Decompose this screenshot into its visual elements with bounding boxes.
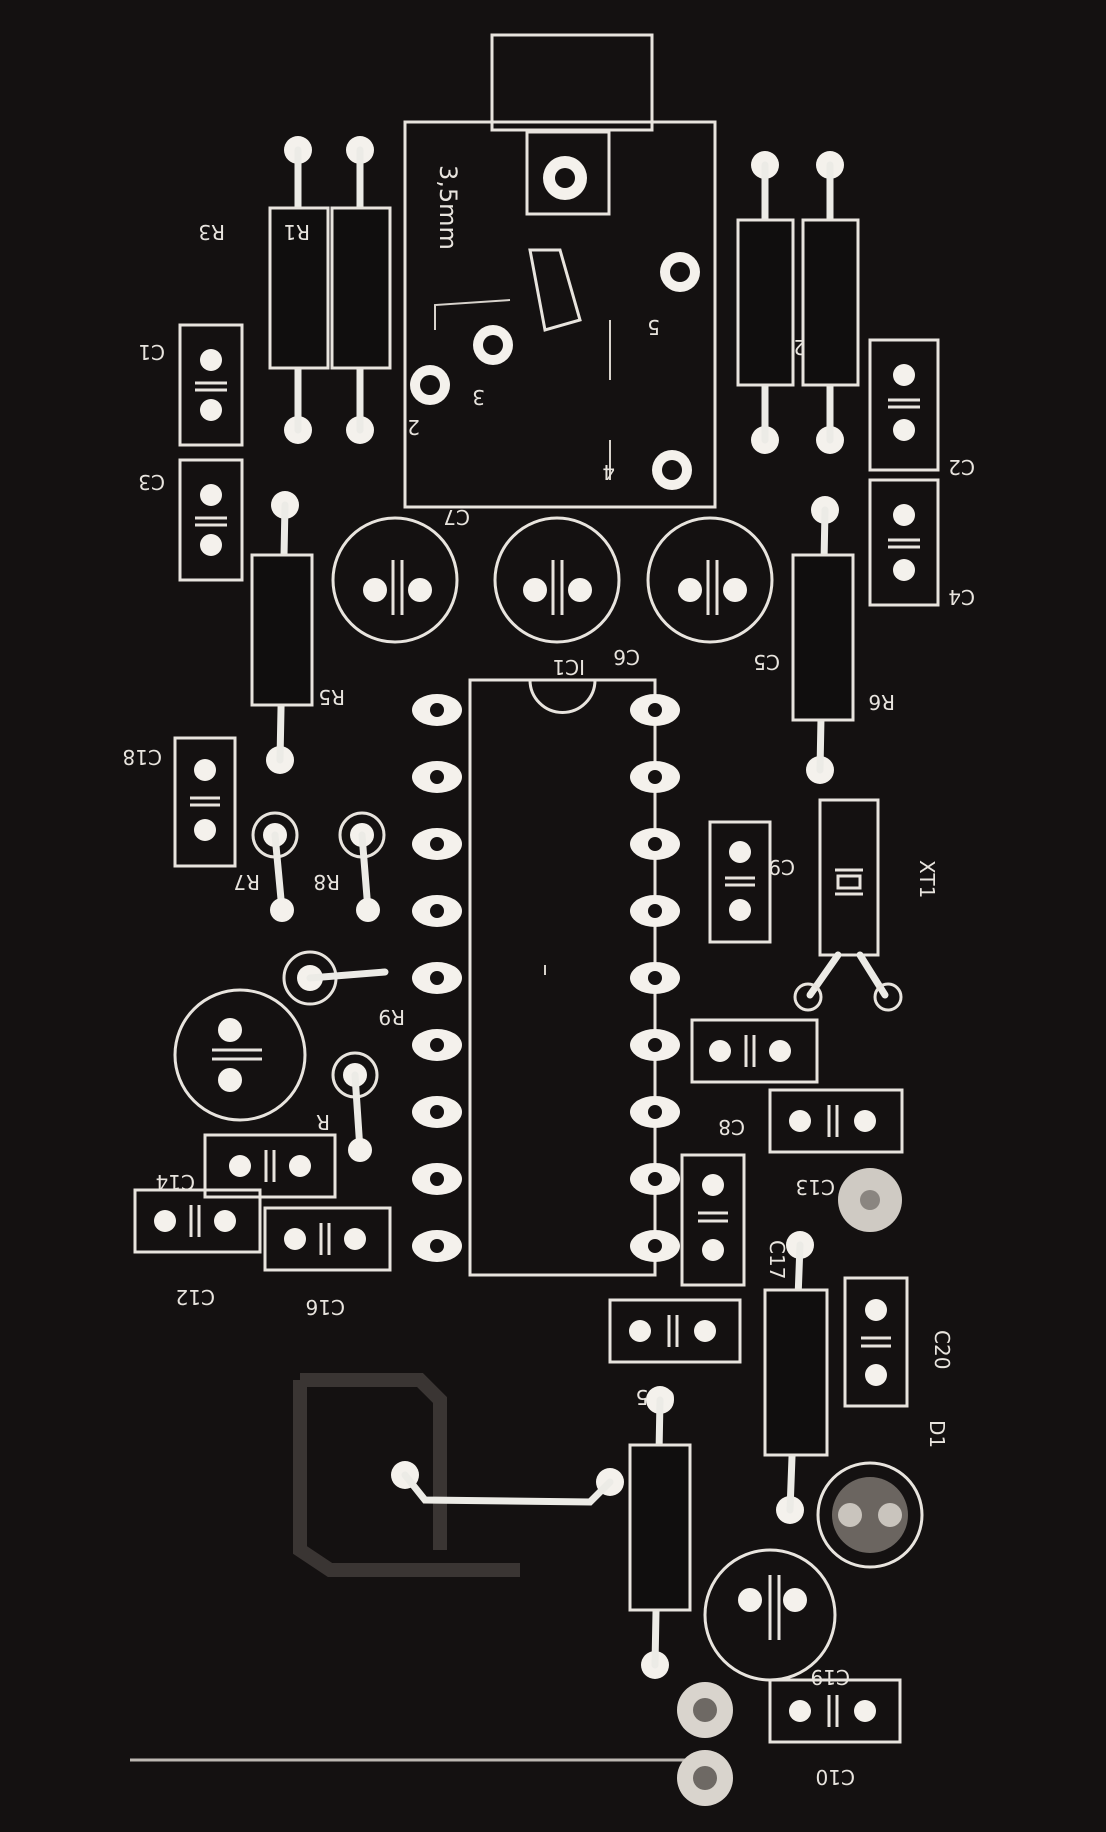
ic-pin-hole bbox=[430, 904, 444, 918]
svg-text:C20: C20 bbox=[930, 1330, 954, 1369]
diode-label: D1 bbox=[925, 1420, 949, 1448]
svg-text:C2: C2 bbox=[948, 455, 975, 479]
ic-pin-hole bbox=[430, 1038, 444, 1052]
jack-pin-label: 2 bbox=[407, 415, 420, 439]
electrolytic-c6: C6 bbox=[493, 516, 640, 669]
svg-text:R1: R1 bbox=[283, 220, 310, 244]
svg-text:R9: R9 bbox=[378, 1005, 405, 1029]
ic-pin-hole bbox=[648, 1172, 662, 1186]
svg-text:C9: C9 bbox=[768, 855, 795, 879]
ic-pin-hole bbox=[648, 1105, 662, 1119]
capacitor-c4: C4 bbox=[868, 478, 975, 609]
electrolytic-c7: C7 bbox=[331, 505, 470, 644]
crystal-xt1: XT1 bbox=[793, 798, 939, 1012]
ic-pin-hole bbox=[430, 1105, 444, 1119]
capacitor-c1: C1 bbox=[138, 323, 244, 447]
capacitor-c20: C20 bbox=[843, 1276, 954, 1408]
jack-pin-label: 3 bbox=[472, 385, 485, 409]
capacitor-c17: C17 bbox=[680, 1153, 789, 1287]
led-d1 bbox=[816, 1461, 924, 1569]
electrolytic-c10 bbox=[173, 988, 307, 1122]
svg-text:C12: C12 bbox=[176, 1285, 215, 1309]
svg-text:C7: C7 bbox=[443, 505, 470, 529]
ic1-pins bbox=[412, 694, 680, 1262]
jumper-wire bbox=[391, 1461, 624, 1506]
ghost-trace bbox=[300, 1373, 447, 1550]
svg-text:C3: C3 bbox=[138, 470, 165, 494]
ic-pin-hole bbox=[430, 1239, 444, 1253]
ic-pin-hole bbox=[648, 1239, 662, 1253]
ic-pin-hole bbox=[430, 837, 444, 851]
capacitor-c2: C2 bbox=[868, 338, 975, 479]
svg-text:C6: C6 bbox=[613, 645, 640, 669]
capacitor-c8: C8 bbox=[718, 1088, 904, 1154]
svg-text:C19: C19 bbox=[811, 1665, 850, 1689]
ic-label: IC1 bbox=[552, 655, 585, 679]
capacitor-bottom: C10 bbox=[768, 1678, 902, 1789]
capacitor-c3: C3 bbox=[138, 458, 244, 582]
electrolytic-c19: C19 bbox=[703, 1548, 850, 1689]
test-pad-c13: C13 bbox=[796, 1168, 902, 1232]
ic-pin-hole bbox=[648, 1038, 662, 1052]
audio-jack: 3,5mm 2 3 4 5 bbox=[403, 33, 717, 509]
resistor-right-lower bbox=[763, 1231, 829, 1524]
svg-text:R: R bbox=[316, 1110, 330, 1134]
jack-label: 3,5mm bbox=[434, 165, 462, 250]
capacitor-c18: C18 bbox=[123, 736, 237, 868]
resistor-r5: R5 bbox=[250, 491, 345, 774]
svg-text:XT1: XT1 bbox=[915, 860, 939, 898]
svg-text:R5: R5 bbox=[318, 685, 345, 709]
resistor-r9: R9 bbox=[282, 950, 405, 1029]
capacitor-c8-small: C9 bbox=[708, 820, 795, 944]
ic-pin-hole bbox=[430, 770, 444, 784]
capacitor-c14: C14 bbox=[156, 1133, 337, 1199]
svg-text:C16: C16 bbox=[306, 1295, 345, 1319]
svg-text:C1: C1 bbox=[138, 340, 165, 364]
svg-text:R8: R8 bbox=[313, 870, 340, 894]
svg-text:R3: R3 bbox=[198, 220, 225, 244]
resistor-r8: R8 bbox=[313, 811, 386, 922]
capacitor-c15: C15 bbox=[608, 1298, 742, 1409]
jack-pin-label: 4 bbox=[602, 460, 615, 484]
ic-pin-hole bbox=[430, 703, 444, 717]
svg-text:C13: C13 bbox=[796, 1175, 835, 1199]
resistor-r3: R3 bbox=[198, 136, 330, 444]
capacitor-c11 bbox=[690, 1018, 819, 1084]
svg-text:C18: C18 bbox=[123, 745, 162, 769]
svg-text:C4: C4 bbox=[948, 585, 975, 609]
ic-pin-hole bbox=[648, 904, 662, 918]
ic1-dip-package: IC1 bbox=[468, 655, 657, 1277]
capacitor-c12: C12 bbox=[133, 1188, 262, 1309]
jack-pin-label: 5 bbox=[647, 315, 660, 339]
ic-pin-hole bbox=[430, 971, 444, 985]
resistor-lower-center bbox=[628, 1386, 692, 1679]
ghost-trace bbox=[293, 1380, 520, 1577]
electrolytic-c5: C5 bbox=[646, 516, 780, 674]
ic-pin-hole bbox=[648, 837, 662, 851]
resistor-r7: R7 bbox=[233, 811, 299, 922]
ic-pin-hole bbox=[648, 770, 662, 784]
resistor-r10: R bbox=[316, 1051, 379, 1162]
svg-text:C17: C17 bbox=[765, 1240, 789, 1279]
svg-text:C10: C10 bbox=[816, 1765, 855, 1789]
svg-text:R7: R7 bbox=[233, 870, 260, 894]
svg-text:C5: C5 bbox=[753, 650, 780, 674]
connector-pads bbox=[677, 1682, 733, 1806]
capacitor-c16: C16 bbox=[263, 1206, 392, 1319]
svg-text:R6: R6 bbox=[868, 690, 895, 714]
ic-pin-hole bbox=[648, 703, 662, 717]
resistor-r1: R1 bbox=[283, 136, 392, 444]
ic-pin-hole bbox=[430, 1172, 444, 1186]
resistor-r6: R6 bbox=[791, 496, 895, 784]
resistor-r4 bbox=[801, 151, 860, 454]
svg-text:C8: C8 bbox=[718, 1115, 745, 1139]
ic-pin-hole bbox=[648, 971, 662, 985]
